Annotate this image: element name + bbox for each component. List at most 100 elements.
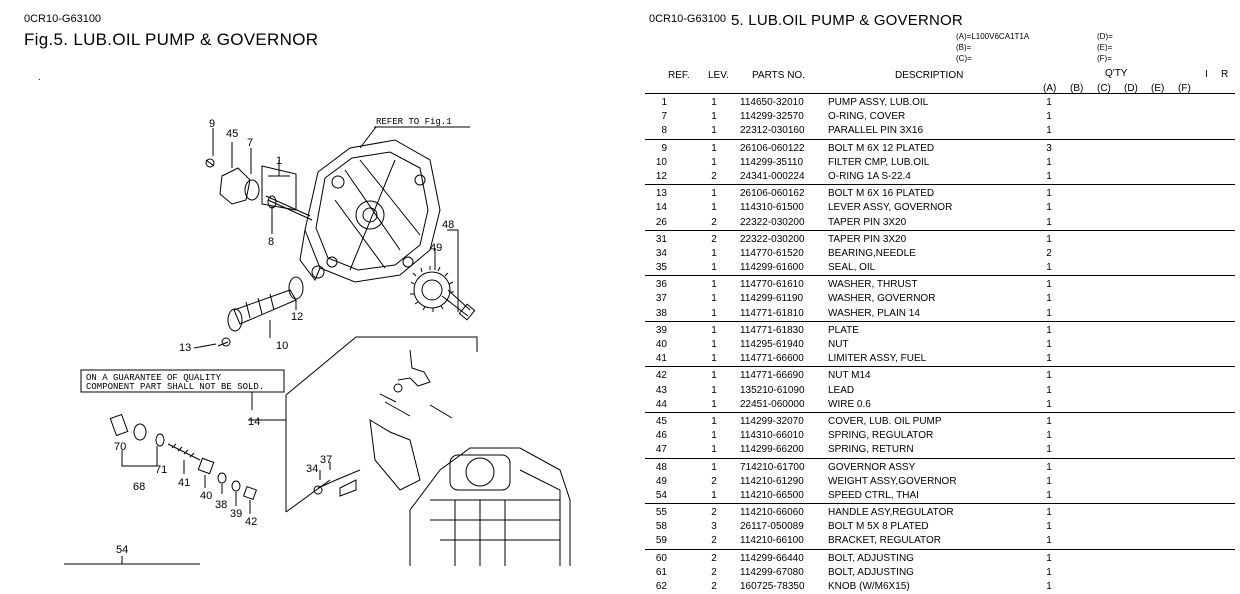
description-cell: KNOB (W/M6X15) — [828, 581, 910, 592]
ref-cell: 55 — [655, 507, 667, 519]
guarantee-box — [80, 369, 285, 393]
level-cell: 1 — [711, 430, 717, 442]
ref-cell: 59 — [655, 535, 667, 547]
part-number-cell: 114299-35110 — [740, 156, 804, 168]
level-cell: 2 — [711, 552, 717, 564]
part-number-cell: 114299-67080 — [740, 566, 804, 578]
level-cell: 1 — [711, 339, 717, 350]
level-cell: 1 — [711, 415, 717, 427]
ref-cell: 43 — [655, 384, 667, 396]
level-cell: 2 — [711, 233, 717, 245]
description-cell: PUMP ASSY, LUB.OIL — [828, 97, 929, 108]
ref-cell: 44 — [655, 398, 667, 410]
level-cell: 1 — [711, 370, 717, 382]
level-cell: 1 — [711, 125, 717, 137]
description-cell: NUT M14 — [828, 370, 871, 382]
callout-number: 14 — [248, 416, 260, 428]
ref-cell: 47 — [655, 444, 667, 456]
callout-number: 37 — [320, 454, 332, 466]
level-cell: 1 — [711, 142, 717, 154]
callout-number: 8 — [268, 236, 274, 248]
callout-number: 7 — [247, 137, 253, 149]
callout-number: 13 — [179, 342, 191, 354]
level-cell: 2 — [711, 566, 717, 578]
ref-cell: 8 — [661, 125, 667, 137]
part-number-cell: 114210-61290 — [740, 475, 804, 487]
qty-a-cell: 2 — [1046, 247, 1052, 259]
figure-title: Fig.5. LUB.OIL PUMP & GOVERNOR — [24, 30, 319, 49]
ref-cell: 46 — [655, 430, 667, 442]
gearcase-housing — [299, 139, 441, 283]
part-number-cell: 160725-78350 — [740, 581, 805, 592]
part-number-cell: 26106-060122 — [740, 142, 805, 154]
description-cell: TAPER PIN 3X20 — [828, 216, 907, 228]
part-number-cell: 114771-66690 — [740, 370, 804, 382]
model-a: (A)=L100V6CA1T1A — [956, 32, 1030, 41]
callout-number: 34 — [306, 463, 318, 475]
col-i: I — [1205, 69, 1208, 80]
qty-col-d: (D) — [1124, 83, 1138, 94]
callout-number: 45 — [226, 128, 238, 140]
level-cell: 1 — [711, 156, 717, 168]
part-number-cell: 22312-030160 — [740, 125, 805, 137]
callout-number: 49 — [430, 242, 442, 254]
level-cell: 1 — [711, 307, 717, 319]
part-number-cell: 114210-66100 — [740, 535, 804, 547]
description-cell: WASHER, THRUST — [828, 279, 918, 291]
governor-gear — [410, 266, 476, 321]
qty-a-cell: 1 — [1046, 566, 1052, 578]
qty-a-cell: 1 — [1046, 97, 1052, 108]
ref-cell: 9 — [661, 142, 667, 154]
level-cell: 1 — [711, 398, 717, 410]
callout-number: 10 — [276, 340, 288, 352]
refer-label: REFER TO Fig.1 — [376, 117, 452, 127]
description-cell: SPRING, REGULATOR — [828, 430, 934, 442]
callout-number: 41 — [178, 477, 190, 489]
level-cell: 1 — [711, 97, 717, 108]
qty-a-cell: 1 — [1046, 444, 1052, 456]
qty-a-cell: 1 — [1046, 535, 1052, 547]
qty-a-cell: 1 — [1046, 324, 1052, 336]
ref-cell: 62 — [655, 581, 667, 592]
level-cell: 3 — [711, 521, 717, 533]
level-cell: 1 — [711, 279, 717, 291]
qty-a-cell: 1 — [1046, 339, 1052, 350]
qty-a-cell: 1 — [1046, 353, 1052, 365]
col-r: R — [1221, 69, 1229, 80]
col-ref: REF. — [668, 70, 690, 81]
level-cell: 1 — [711, 353, 717, 365]
level-cell: 2 — [711, 170, 717, 182]
level-cell: 2 — [711, 535, 717, 547]
qty-a-cell: 1 — [1046, 475, 1052, 487]
qty-a-cell: 3 — [1046, 142, 1052, 154]
callout-number: 1 — [276, 155, 282, 167]
callout-numbers: 9 45 7 1 8 48 49 12 10 13 14 70 71 68 41… — [114, 118, 454, 556]
part-number-cell: 22322-030200 — [740, 233, 805, 245]
qty-a-cell: 1 — [1046, 170, 1052, 182]
callout-number: 40 — [200, 490, 212, 502]
qty-a-cell: 1 — [1046, 188, 1052, 200]
qty-a-cell: 1 — [1046, 293, 1052, 305]
callout-number: 48 — [442, 219, 454, 231]
stray-mark: . — [38, 72, 41, 83]
ref-cell: 12 — [655, 170, 667, 182]
level-cell: 1 — [711, 111, 717, 123]
qty-a-cell: 1 — [1046, 430, 1052, 442]
part-number-cell: 114210-66500 — [740, 489, 804, 501]
level-cell: 1 — [711, 293, 717, 305]
ref-cell: 58 — [655, 521, 667, 533]
